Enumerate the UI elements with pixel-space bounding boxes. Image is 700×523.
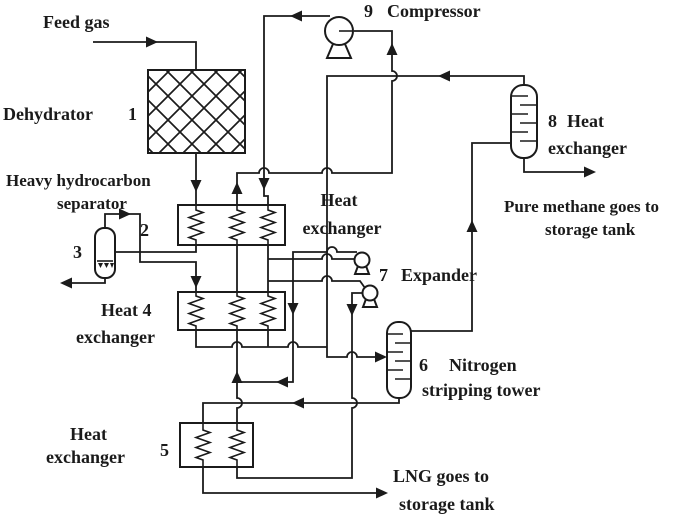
dehydrator-vessel: [147, 69, 246, 154]
arrow-up-icon: [231, 371, 243, 383]
expander-a-outlet-line: [239, 246, 357, 383]
tower-number: 6: [419, 355, 428, 375]
separator-vessel: [94, 227, 116, 279]
arrow-left-icon: [292, 397, 304, 409]
liquid-hatch-icon: [110, 263, 114, 268]
arrow-right-icon: [376, 487, 388, 499]
hx5-number: 5: [160, 440, 169, 460]
dehydrator-label: Dehydrator: [3, 104, 93, 124]
dehydrator-box: [147, 69, 246, 154]
hx5-coil-2: [227, 423, 247, 467]
hx5-coil-1: [193, 423, 213, 467]
compressor: [324, 16, 354, 59]
pure-methane-line: [523, 158, 590, 173]
hx8-label-line2: exchanger: [548, 138, 627, 158]
diagram-labels: Feed gas Dehydrator 1 Heavy hydrocarbon …: [3, 1, 659, 514]
feed-gas-label: Feed gas: [43, 12, 110, 32]
hx2-to-separator-line: [115, 245, 197, 253]
arrow-down-icon: [258, 178, 270, 190]
tower-trays-left: [387, 333, 403, 371]
arrow-left-icon: [276, 376, 288, 388]
arrow-up-icon: [231, 182, 243, 194]
separator-label-line2: separator: [57, 194, 127, 213]
hx4-coil-2: [227, 292, 247, 330]
hx2-label-line2: exchanger: [303, 218, 382, 238]
dehydrator-number: 1: [128, 104, 137, 124]
arrow-right-icon: [146, 36, 158, 48]
expander: [353, 251, 379, 308]
compressor-discharge-line: [263, 15, 330, 205]
heat-exchanger-5: [179, 422, 254, 468]
hx2-coil-3: [258, 205, 278, 245]
flow-arrows: [60, 10, 596, 499]
arrow-left-icon: [290, 10, 302, 22]
compressor-label: Compressor: [387, 1, 481, 21]
expander-b-feed-line: [268, 275, 366, 289]
hx4-label-line1: Heat 4: [101, 300, 151, 320]
hx8-label-line1: Heat: [567, 111, 604, 131]
heavy-hc-drain-line: [66, 278, 106, 284]
hx4-coil-1: [186, 292, 206, 330]
arrow-up-icon: [386, 43, 398, 55]
hx5-box: [179, 422, 254, 468]
heavy-hydrocarbon-separator: [94, 227, 116, 279]
hx2-coil-1: [186, 205, 206, 245]
liquid-hatch-icon: [104, 263, 109, 268]
hx8-trays-right: [520, 104, 537, 142]
arrow-left-icon: [438, 70, 450, 82]
arrow-down-icon: [190, 276, 202, 288]
arrow-right-icon: [119, 208, 131, 220]
compressor-base: [325, 43, 353, 59]
tower-overhead-line: [408, 142, 511, 332]
hx2-label-line1: Heat: [321, 190, 358, 210]
lng-product-line: [202, 467, 380, 494]
pure-methane-label-line2: storage tank: [545, 220, 636, 239]
separator-label-line1: Heavy hydrocarbon: [6, 171, 151, 190]
tower-label-line1: Nitrogen: [449, 355, 517, 375]
expander-a-circle: [353, 251, 371, 269]
nitrogen-stripping-tower: [386, 321, 412, 399]
hx5-label-line2: exchanger: [46, 447, 125, 467]
hx8-top-return-line: [326, 75, 525, 347]
arrow-down-icon: [346, 304, 358, 316]
hx4-label-line2: exchanger: [76, 327, 155, 347]
tower-label-line2: stripping tower: [422, 380, 541, 400]
pure-methane-label-line1: Pure methane goes to: [504, 197, 659, 216]
tower-feed-line: [326, 347, 379, 358]
separator-number: 3: [73, 242, 82, 262]
hx8-trays-left: [511, 95, 528, 133]
heat-exchanger-4: [177, 291, 286, 331]
hx4-coil-3: [258, 292, 278, 330]
flow-lines: [66, 15, 590, 494]
lng-label-line1: LNG goes to: [393, 466, 489, 486]
hx2-coil-2: [227, 205, 247, 245]
heat-exchanger-8: [510, 84, 538, 159]
arrow-right-icon: [584, 166, 596, 178]
arrow-right-icon: [375, 351, 387, 363]
compressor-number: 9: [364, 1, 373, 21]
expander-a-feed-line: [268, 253, 356, 260]
hx8-vessel: [510, 84, 538, 159]
lng-label-line2: storage tank: [399, 494, 495, 514]
liquid-hatch-icon: [98, 263, 103, 268]
hx5-label-line1: Heat: [70, 424, 107, 444]
heat-exchanger-2: [177, 204, 286, 246]
expander-b-circle: [361, 284, 379, 302]
tower-trays-right: [395, 342, 411, 380]
separator-vapor-line: [104, 213, 197, 292]
arrow-down-icon: [287, 303, 299, 315]
arrow-down-icon: [190, 180, 202, 192]
hx8-number: 8: [548, 111, 557, 131]
feed-gas-line: [93, 41, 197, 70]
arrow-up-icon: [466, 220, 478, 232]
hx4-outlet-line: [195, 330, 327, 348]
expander-label: Expander: [401, 265, 477, 285]
arrow-left-icon: [60, 277, 72, 289]
expander-number: 7: [379, 265, 388, 285]
hx2-number: 2: [140, 220, 149, 240]
